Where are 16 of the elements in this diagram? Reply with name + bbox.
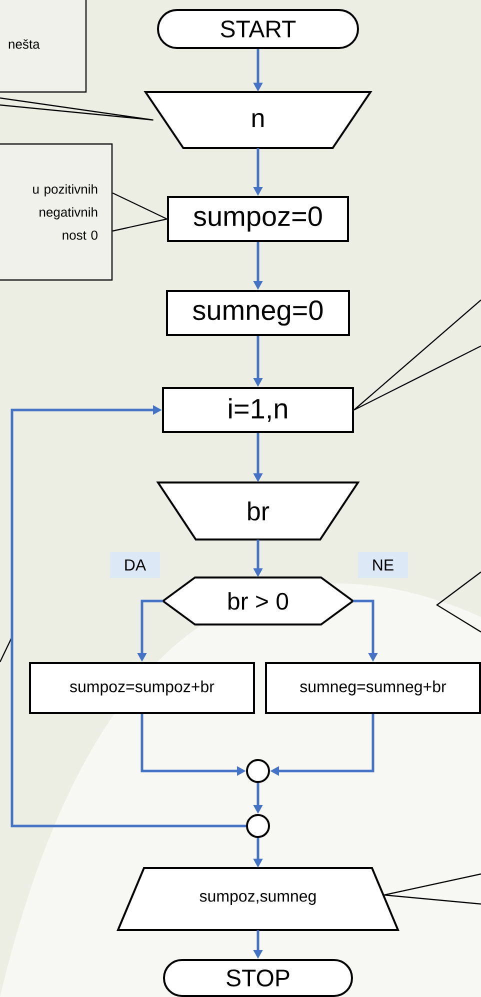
process-box: sumpoz=0: [167, 196, 349, 242]
leader-line: [0, 97, 154, 121]
process-box: i=1,n: [162, 387, 354, 433]
leader-line: [353, 299, 481, 411]
callout-box: u pozitivnih negativnih nost 0: [0, 143, 113, 281]
process-box: sumneg=sumneg+br: [265, 662, 481, 714]
leader-line: [384, 873, 481, 905]
leader-line: [112, 192, 168, 232]
arrow: [10, 405, 246, 828]
process-box: sumneg=0: [166, 290, 350, 336]
callout-box: nešta: [0, 0, 87, 93]
terminal-box: START: [157, 9, 359, 49]
edge-label: NE: [358, 552, 408, 578]
process-box: sumpoz=sumpoz+br: [29, 662, 255, 714]
terminal-box: STOP: [163, 959, 353, 997]
edge-label: DA: [110, 552, 160, 578]
